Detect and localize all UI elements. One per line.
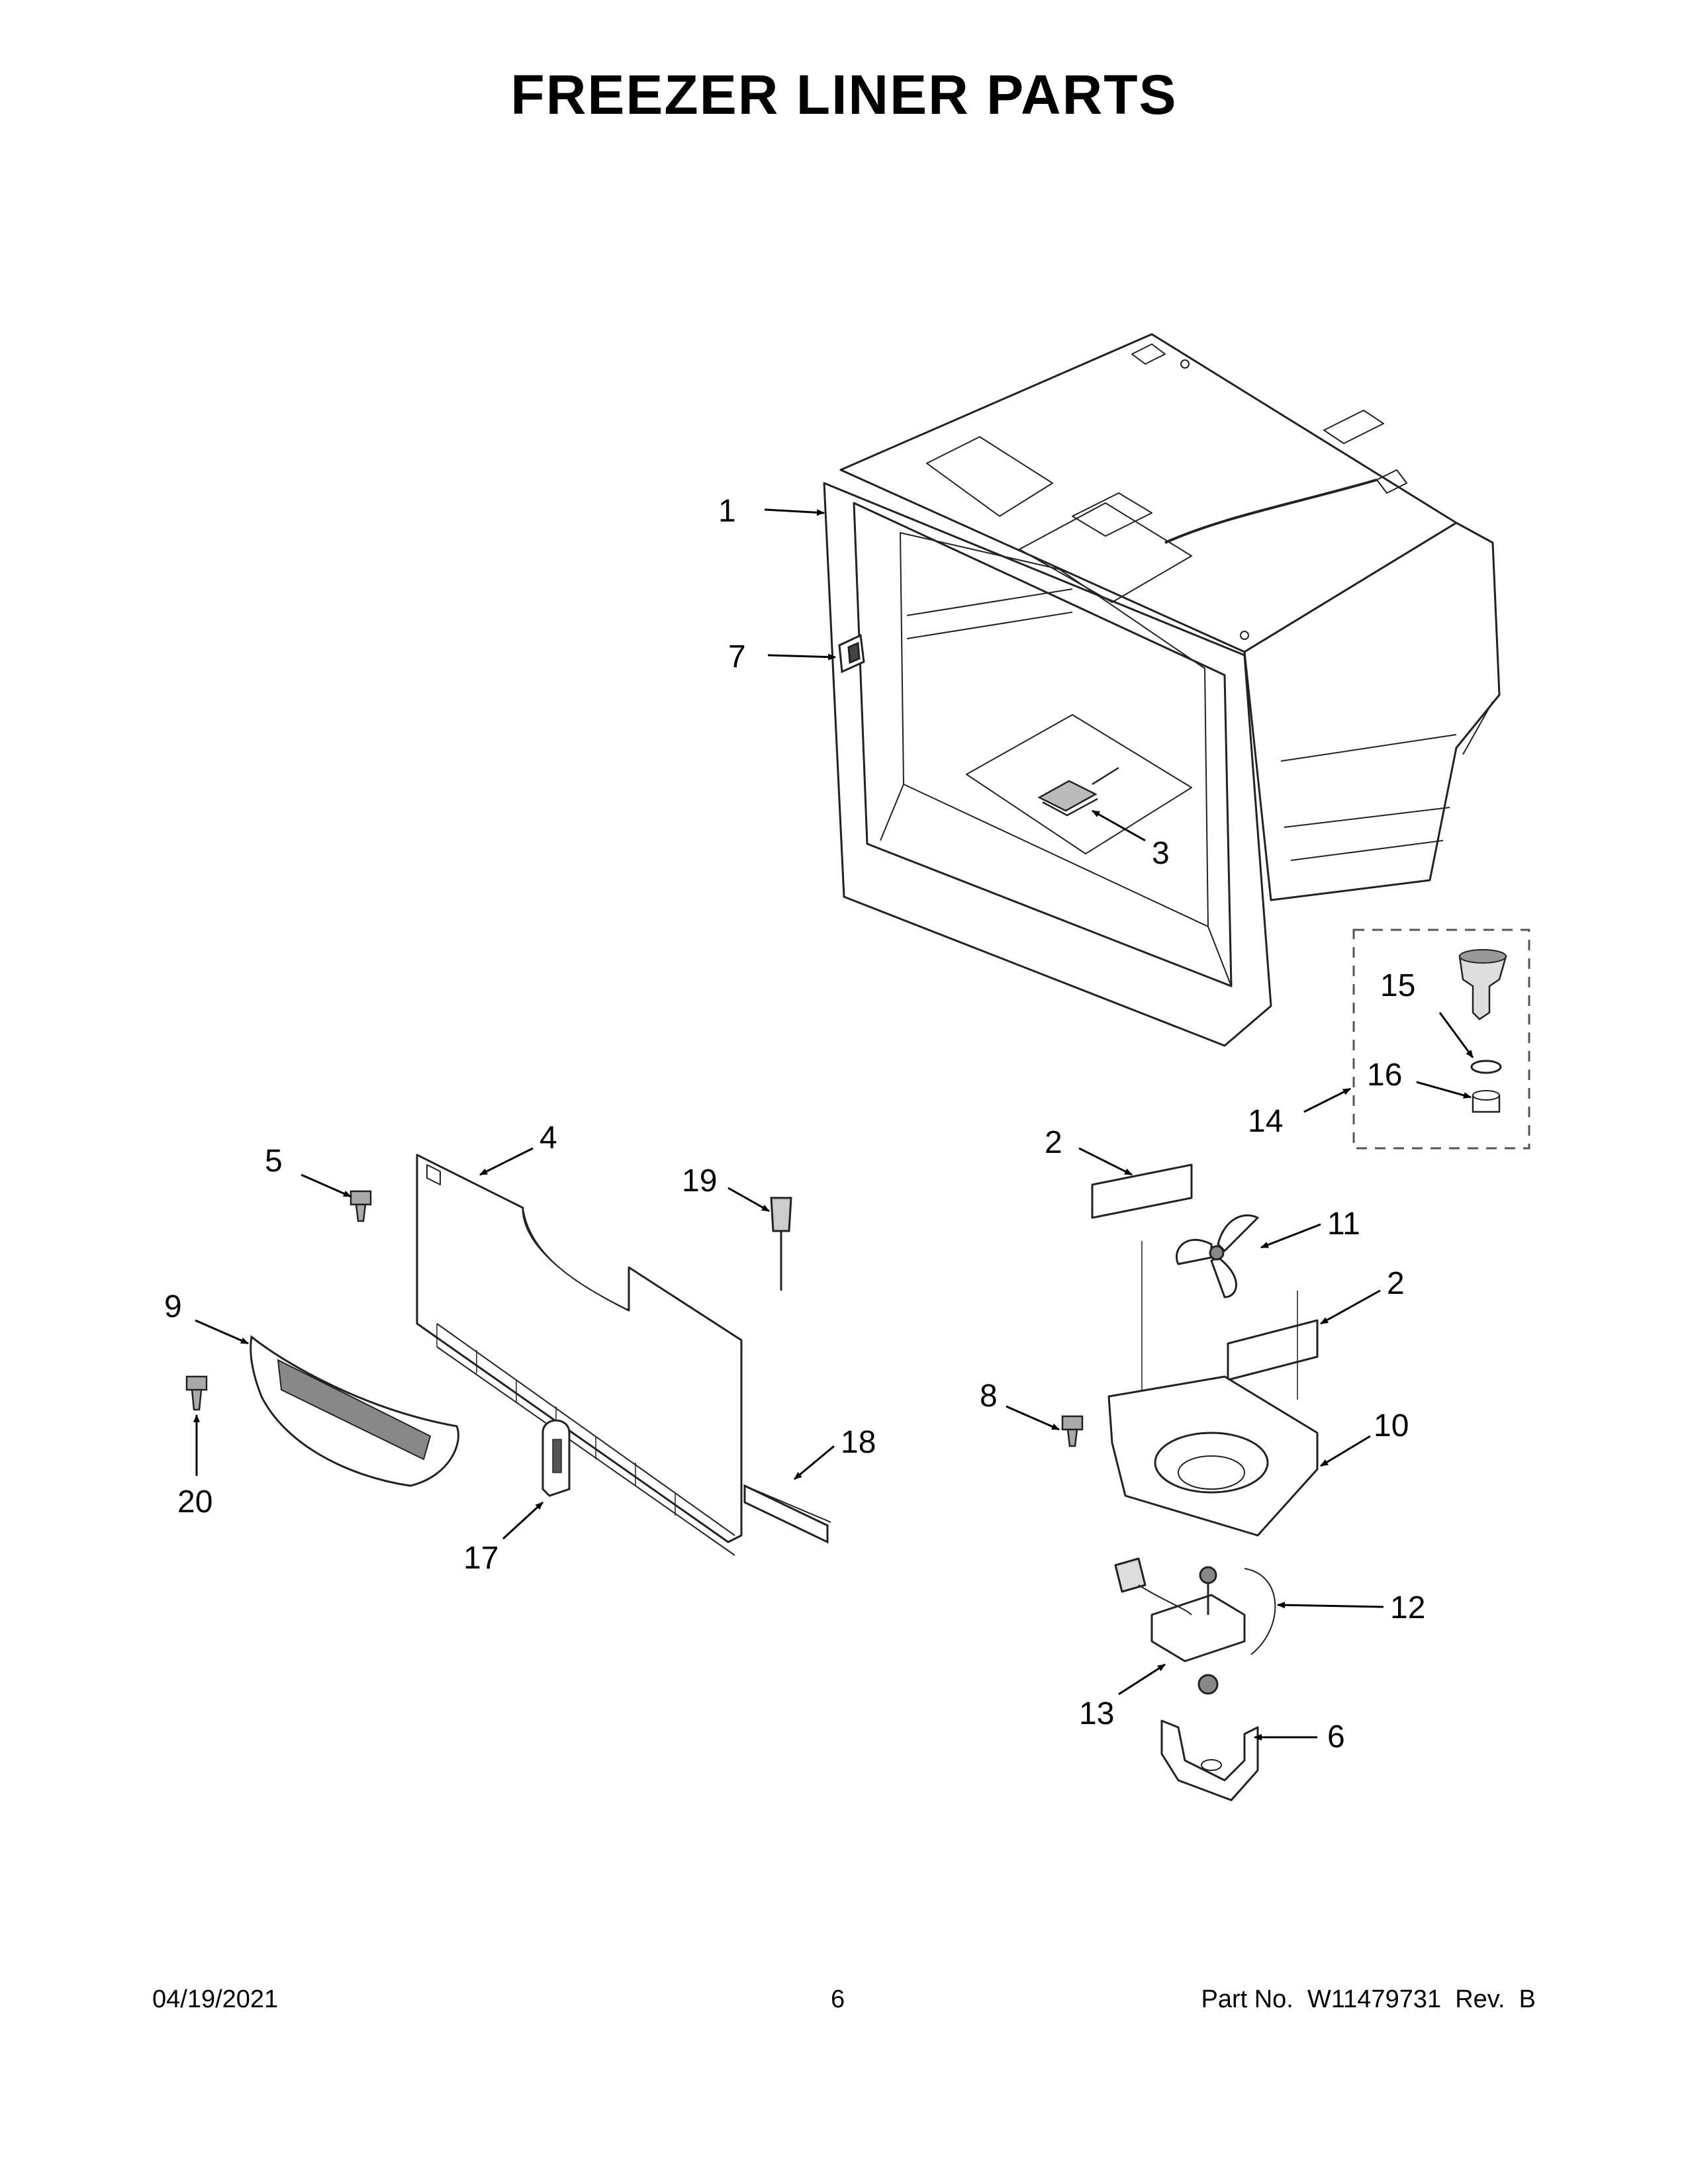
callout-10: 10 bbox=[1374, 1408, 1409, 1443]
footer-date: 04/19/2021 bbox=[152, 1985, 279, 2013]
part-19-thermistor bbox=[770, 1197, 792, 1291]
callout-7: 7 bbox=[728, 639, 746, 674]
part-14-assembly bbox=[1352, 929, 1530, 1150]
callout-4: 4 bbox=[539, 1120, 557, 1156]
part-18-strip bbox=[743, 1484, 831, 1544]
callout-3: 3 bbox=[1152, 836, 1170, 871]
callout-13: 13 bbox=[1079, 1696, 1114, 1731]
part-7-switch bbox=[838, 633, 865, 674]
callout-2-lower: 2 bbox=[1387, 1266, 1405, 1301]
callout-20: 20 bbox=[177, 1484, 212, 1520]
freezer-liner bbox=[823, 333, 1501, 1047]
footer-part-number: Part No. W11479731 Rev. B bbox=[1201, 1985, 1536, 2013]
callout-12: 12 bbox=[1390, 1590, 1425, 1625]
callout-8: 8 bbox=[980, 1379, 998, 1414]
callout-19: 19 bbox=[682, 1163, 717, 1199]
part-9-grille bbox=[250, 1335, 459, 1487]
fan-assembly bbox=[1091, 1163, 1319, 1801]
callout-17: 17 bbox=[463, 1541, 498, 1576]
callout-1: 1 bbox=[718, 494, 736, 529]
callout-11: 11 bbox=[1327, 1206, 1360, 1242]
callout-6: 6 bbox=[1327, 1719, 1345, 1754]
callout-15: 15 bbox=[1380, 968, 1415, 1003]
callout-16: 16 bbox=[1367, 1058, 1402, 1093]
callout-2-upper: 2 bbox=[1045, 1125, 1062, 1160]
part-3-sensor bbox=[1037, 766, 1119, 817]
callout-5: 5 bbox=[265, 1144, 283, 1179]
callout-labels: 1 7 3 15 16 14 5 4 19 9 20 17 18 2 11 2 … bbox=[164, 494, 1425, 1754]
footer-page-number: 6 bbox=[831, 1985, 845, 2013]
callout-leaders bbox=[193, 508, 1474, 1741]
screws bbox=[185, 1190, 1084, 1447]
callout-14: 14 bbox=[1248, 1104, 1283, 1139]
callout-18: 18 bbox=[841, 1425, 876, 1460]
callout-9: 9 bbox=[164, 1289, 182, 1324]
page-title: FREEZER LINER PARTS bbox=[510, 64, 1178, 126]
part-17-clip bbox=[541, 1419, 571, 1497]
part-4-cover-panel bbox=[416, 1154, 743, 1556]
